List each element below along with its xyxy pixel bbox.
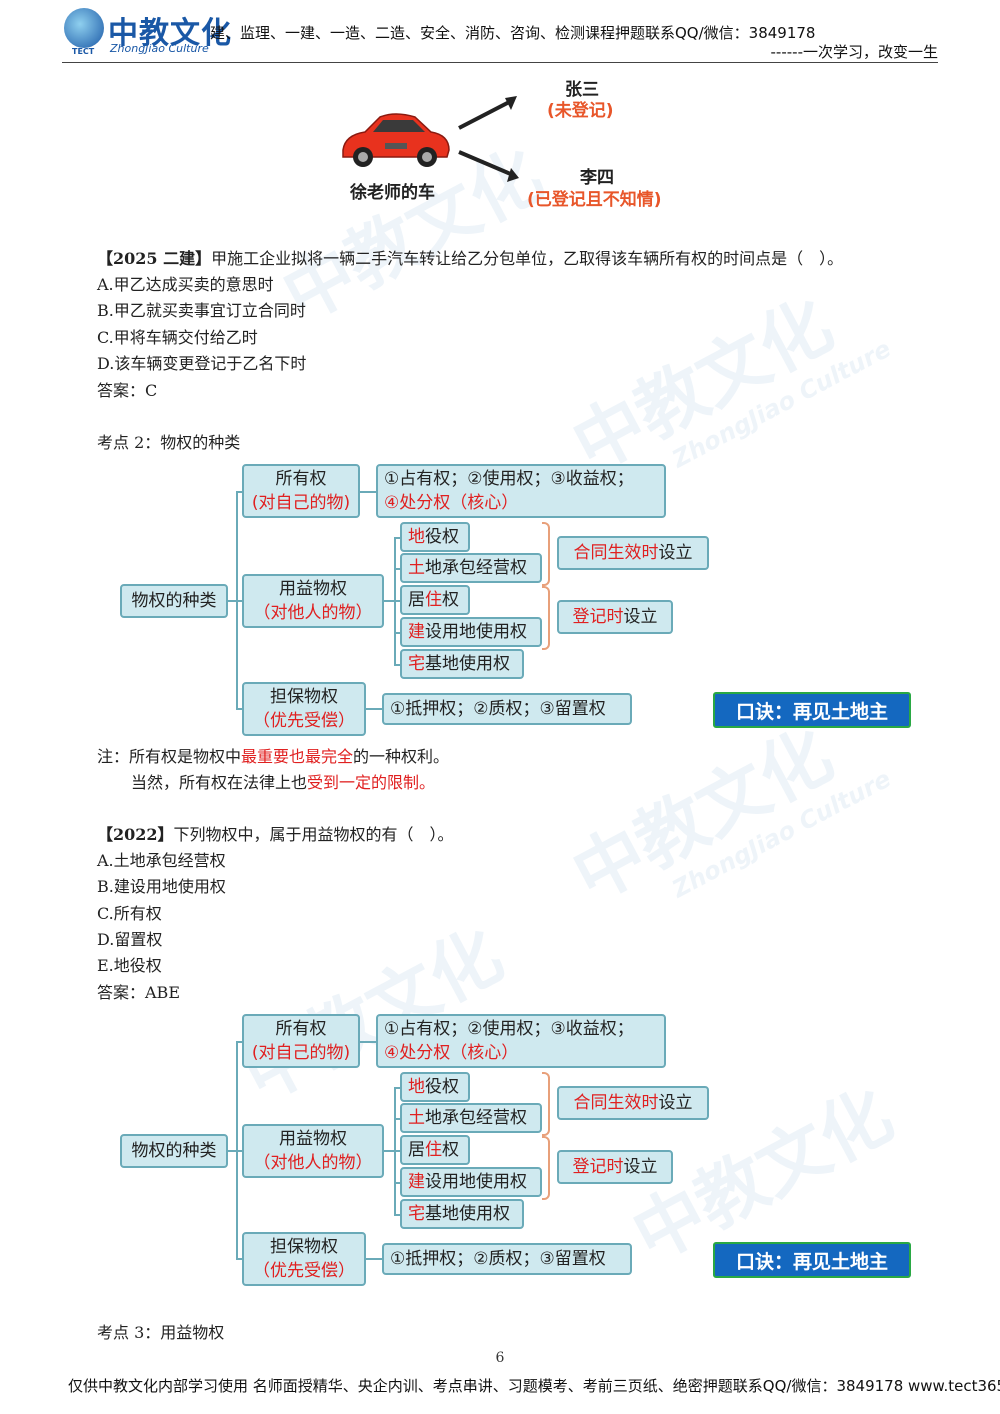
logo-text: 中教文化 <box>108 16 232 51</box>
watermark: ZhongJiao Culture <box>667 764 896 904</box>
diagram-root: 物权的种类 <box>120 584 228 618</box>
option: A.土地承包经营权 <box>97 851 226 870</box>
node-registration: 登记时设立 <box>557 1150 673 1184</box>
option: C.甲将车辆交付给乙时 <box>97 328 258 347</box>
watermark: 中教文化 <box>229 913 516 1118</box>
topic-heading: 考点 3：用益物权 <box>97 1323 225 1342</box>
topic-heading: 考点 2：物权的种类 <box>97 433 241 452</box>
arrow-icon <box>458 96 519 182</box>
question-tag: 【2022】 <box>97 825 174 844</box>
option: A.甲乙达成买卖的意思时 <box>97 275 274 294</box>
node-residence: 居住权 <box>400 585 470 615</box>
node-usufruct: 用益物权（对他人的物） <box>242 1124 384 1178</box>
answer: 答案：ABE <box>97 983 180 1002</box>
node-registration: 登记时设立 <box>557 600 673 634</box>
question-text: 甲施工企业拟将一辆二手汽车转让给乙分包单位，乙取得该车辆所有权的时间点是（ ）。 <box>211 249 844 268</box>
question-tag: 【2025 二建】 <box>97 249 212 268</box>
header-courses: 建、监理、一建、一造、二造、安全、消防、咨询、检测课程押题联系QQ/微信：384… <box>210 24 816 42</box>
mnemonic-badge: 口诀：再见土地主 <box>713 692 911 728</box>
node-easement: 地役权 <box>400 522 470 552</box>
node-contract-effective: 合同生效时设立 <box>557 536 709 570</box>
node-easement: 地役权 <box>400 1072 470 1102</box>
option: C.所有权 <box>97 904 162 923</box>
node-ownership: 所有权(对自己的物) <box>242 1014 360 1068</box>
car-icon <box>342 113 450 167</box>
question-2-stem: 【2022】下列物权中，属于用益物权的有（ ）。 <box>97 822 454 848</box>
watermark: ZhongJiao Culture <box>667 334 896 474</box>
option: B.建设用地使用权 <box>97 877 226 896</box>
footer: 仅供中教文化内部学习使用 名师面授精华、央企内训、考点串讲、习题模考、考前三页纸… <box>68 1377 1000 1395</box>
logo-abbr: TECT <box>72 47 95 56</box>
diagram-root: 物权的种类 <box>120 1134 228 1168</box>
watermark: 中教文化 <box>559 713 846 918</box>
question-1-stem: 【2025 二建】甲施工企业拟将一辆二手汽车转让给乙分包单位，乙取得该车辆所有权… <box>97 246 843 272</box>
option: D.该车辆变更登记于乙名下时 <box>97 354 307 373</box>
node-ownership-rights: ①占有权；②使用权；③收益权；④处分权（核心） <box>376 1014 666 1068</box>
node-construction-land: 建设用地使用权 <box>400 1167 542 1197</box>
node-homestead: 宅基地使用权 <box>400 649 524 679</box>
note-line-2: 当然，所有权在法律上也受到一定的限制。 <box>131 773 436 792</box>
option: B.甲乙就买卖事宜订立合同时 <box>97 301 306 320</box>
logo-subtitle: ZhongJiao Culture <box>110 42 209 55</box>
person-zhangsan: 张三 <box>565 80 599 100</box>
page-number: 6 <box>495 1350 505 1366</box>
header-divider <box>62 62 938 63</box>
node-security: 担保物权（优先受偿） <box>242 682 366 736</box>
person-lisi: 李四 <box>580 168 614 188</box>
node-land-contract: 土地承包经营权 <box>400 553 542 583</box>
node-land-contract: 土地承包经营权 <box>400 1103 542 1133</box>
node-homestead: 宅基地使用权 <box>400 1199 524 1229</box>
node-construction-land: 建设用地使用权 <box>400 617 542 647</box>
node-contract-effective: 合同生效时设立 <box>557 1086 709 1120</box>
node-residence: 居住权 <box>400 1135 470 1165</box>
node-ownership: 所有权(对自己的物) <box>242 464 360 518</box>
node-usufruct: 用益物权（对他人的物） <box>242 574 384 628</box>
question-text: 下列物权中，属于用益物权的有（ ）。 <box>173 825 454 844</box>
node-security-rights: ①抵押权；②质权；③留置权 <box>382 1243 632 1275</box>
note-line-1: 注：所有权是物权中最重要也最完全的一种权利。 <box>97 747 450 766</box>
watermark: 中教文化 <box>559 283 846 488</box>
node-security-rights: ①抵押权；②质权；③留置权 <box>382 693 632 725</box>
person-zhangsan-note: (未登记) <box>547 101 614 121</box>
node-ownership-rights: ①占有权；②使用权；③收益权；④处分权（核心） <box>376 464 666 518</box>
mnemonic-badge: 口诀：再见土地主 <box>713 1242 911 1278</box>
header-motto: ------一次学习，改变一生 <box>770 43 938 61</box>
option: D.留置权 <box>97 930 163 949</box>
person-lisi-note: (已登记且不知情) <box>527 190 662 210</box>
logo-icon <box>64 8 104 48</box>
answer: 答案：C <box>97 381 158 400</box>
car-label: 徐老师的车 <box>350 183 435 203</box>
node-security: 担保物权（优先受偿） <box>242 1232 366 1286</box>
option: E.地役权 <box>97 956 162 975</box>
